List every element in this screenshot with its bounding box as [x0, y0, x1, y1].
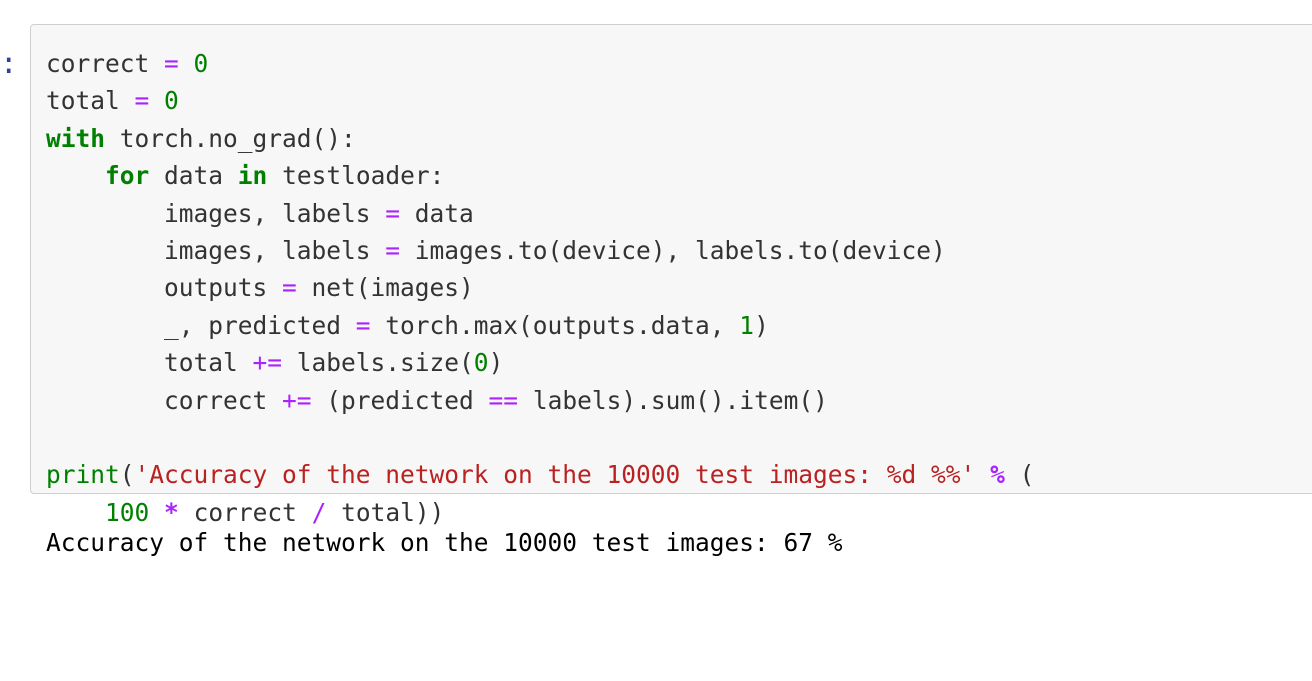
code-token: correct	[178, 497, 312, 527]
code-token: )	[488, 348, 504, 378]
code-line: correct = 0	[46, 45, 1034, 82]
code-token: 'Accuracy of the network on the 10000 te…	[134, 460, 976, 490]
code-token: (	[1004, 460, 1035, 490]
code-line: for data in testloader:	[46, 157, 1034, 194]
code-token: data	[149, 161, 238, 191]
code-token: for	[105, 161, 150, 191]
code-line: print('Accuracy of the network on the 10…	[46, 456, 1034, 493]
code-token: )	[754, 310, 769, 340]
code-token: 1	[739, 310, 755, 340]
code-token	[975, 460, 990, 489]
code-line: correct += (predicted == labels).sum().i…	[46, 382, 1034, 419]
code-token: correct	[46, 385, 283, 415]
code-token: 0	[164, 86, 179, 116]
code-token: 0	[473, 348, 489, 378]
code-token: %	[990, 460, 1005, 490]
code-token: data	[400, 198, 474, 228]
code-token: +=	[282, 385, 312, 415]
code-line	[46, 419, 1034, 456]
code-token: correct	[46, 49, 165, 78]
code-line: outputs = net(images)	[46, 269, 1034, 306]
code-token: net(images)	[296, 273, 474, 303]
code-token: (predicted	[311, 385, 489, 415]
code-token: /	[311, 497, 327, 527]
code-token: in	[237, 161, 268, 191]
code-token: =	[355, 310, 371, 340]
code-token: testloader:	[267, 161, 445, 191]
code-token: torch.max(outputs.data,	[370, 310, 740, 340]
code-token: labels).sum().item()	[518, 385, 828, 415]
code-token: print	[46, 460, 120, 490]
code-token: *	[164, 497, 179, 527]
cell-output: Accuracy of the network on the 10000 tes…	[46, 528, 843, 557]
code-token: with	[46, 123, 106, 153]
code-token	[46, 498, 105, 527]
code-token: total	[46, 86, 135, 116]
code-token: images, labels	[46, 198, 386, 228]
code-token: +=	[252, 348, 283, 378]
code-token: ==	[488, 385, 519, 415]
code-token: total))	[326, 497, 445, 527]
code-token	[46, 161, 105, 190]
code-token: 0	[193, 49, 209, 78]
code-line: total = 0	[46, 82, 1034, 119]
code-token: labels.size(	[282, 348, 474, 378]
code-token: =	[385, 235, 401, 265]
code-token: images, labels	[46, 235, 386, 265]
code-token: =	[385, 198, 401, 228]
code-token: images.to(device), labels.to(device)	[400, 235, 946, 265]
code-line: total += labels.size(0)	[46, 344, 1034, 381]
code-line: images, labels = images.to(device), labe…	[46, 232, 1034, 269]
code-line: with torch.no_grad():	[46, 120, 1034, 157]
code-token: =	[282, 273, 297, 303]
code-token: _, predicted	[46, 310, 356, 340]
code-token	[149, 498, 164, 527]
code-token	[179, 49, 194, 78]
code-token	[149, 86, 164, 115]
code-token: =	[164, 49, 179, 78]
code-token: outputs	[46, 273, 283, 303]
cell-prompt: :	[0, 46, 18, 80]
code-line: images, labels = data	[46, 195, 1034, 232]
code-token: (	[119, 460, 135, 490]
code-token: torch.no_grad():	[105, 123, 356, 153]
code-line: _, predicted = torch.max(outputs.data, 1…	[46, 307, 1034, 344]
code-line: 100 * correct / total))	[46, 494, 1034, 531]
code-token: 100	[105, 497, 150, 527]
code-token: total	[46, 348, 253, 378]
code-token: =	[134, 86, 150, 116]
